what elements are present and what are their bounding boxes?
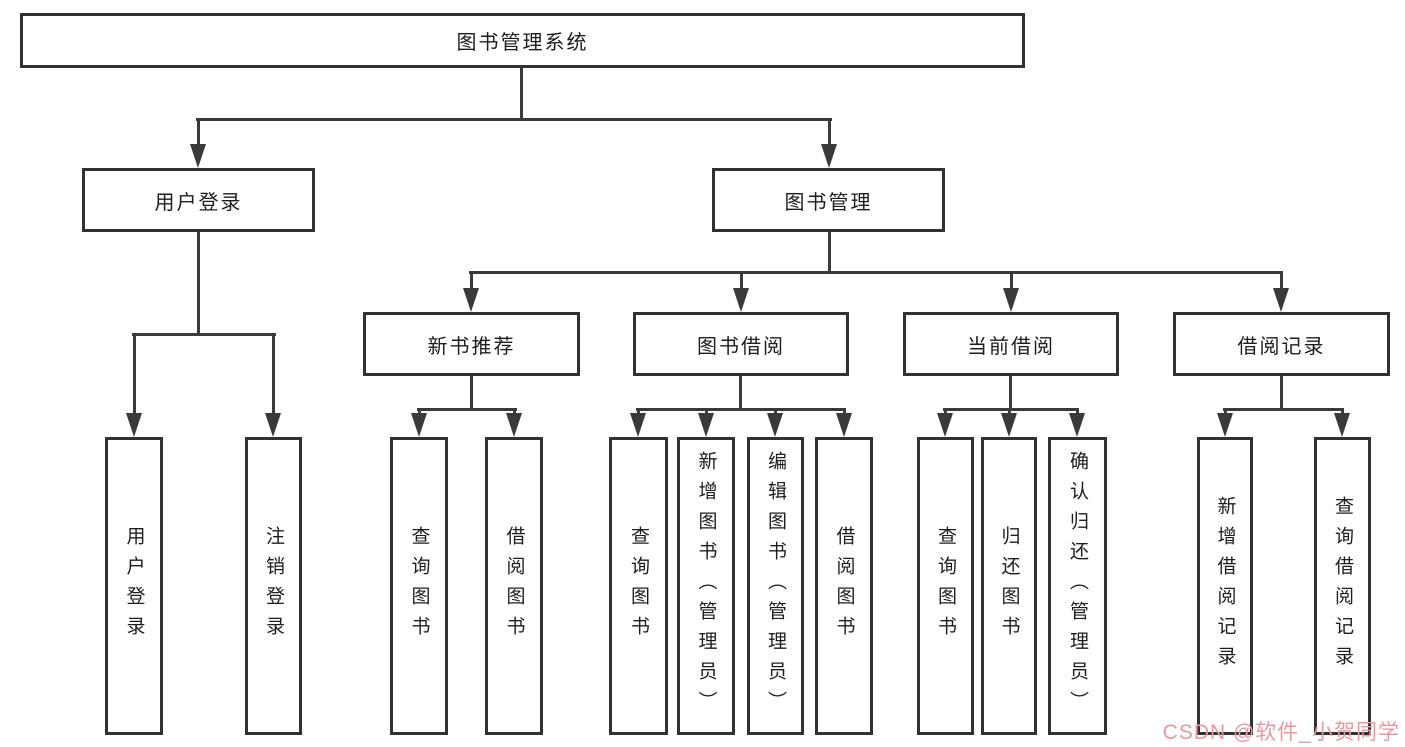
connector-line — [637, 408, 640, 414]
connector-line — [272, 333, 275, 415]
leaf-label: 归还图书 — [998, 526, 1020, 646]
leaf-current-confirm-return-admin: 确认归还（管理员） — [1048, 437, 1107, 735]
connector-line — [1341, 408, 1344, 414]
node-library-management-system: 图书管理系统 — [20, 13, 1025, 68]
leaf-borrowing-borrow-books: 借阅图书 — [815, 437, 873, 735]
arrow-down — [1003, 288, 1019, 312]
arrow-down — [698, 413, 714, 437]
leaf-borrowing-add-books-admin: 新增图书（管理员） — [677, 437, 735, 735]
leaf-label: 查询图书 — [628, 526, 649, 646]
connector-line — [705, 408, 708, 414]
leaf-label: 查询图书 — [935, 526, 956, 646]
leaf-label: 注销登录 — [263, 526, 284, 646]
arrow-down — [463, 288, 479, 312]
arrow-down — [733, 288, 749, 312]
arrow-down — [411, 413, 427, 437]
connector-line — [513, 408, 516, 414]
arrow-down — [1069, 413, 1085, 437]
connector-line — [739, 375, 742, 410]
arrow-down — [1273, 288, 1289, 312]
node-user-login: 用户登录 — [82, 168, 315, 232]
node-label: 图书管理 — [784, 191, 873, 214]
leaf-user-login: 用户登录 — [105, 437, 163, 735]
connector-line — [1076, 408, 1079, 414]
connector-line — [1223, 408, 1344, 411]
leaf-label: 借阅图书 — [833, 526, 855, 646]
connector-line — [740, 271, 743, 290]
connector-line — [1008, 408, 1011, 414]
connector-line — [943, 408, 1079, 411]
leaf-records-add-borrow-record: 新增借阅记录 — [1197, 437, 1253, 735]
arrow-down — [1001, 413, 1017, 437]
node-current-borrowing: 当前借阅 — [903, 312, 1119, 376]
leaf-label: 用户登录 — [123, 526, 145, 646]
connector-line — [774, 408, 777, 414]
connector-line — [418, 408, 421, 414]
leaf-label: 借阅图书 — [503, 526, 525, 646]
arrow-down — [767, 413, 783, 437]
arrow-down — [937, 413, 953, 437]
connector-line — [470, 271, 473, 290]
node-label: 用户登录 — [154, 191, 243, 214]
connector-line — [944, 408, 947, 414]
node-label: 图书管理系统 — [456, 32, 589, 54]
connector-line — [132, 333, 276, 336]
leaf-label: 编辑图书（管理员） — [765, 451, 786, 721]
arrow-down — [1334, 413, 1350, 437]
connector-line — [520, 68, 523, 120]
node-label: 新书推荐 — [427, 335, 516, 358]
connector-line — [843, 408, 846, 414]
leaf-label: 新增图书（管理员） — [695, 451, 717, 721]
arrow-down — [836, 413, 852, 437]
csdn-watermark: CSDN @软件_小贺同学 — [1162, 721, 1400, 744]
connector-line — [828, 232, 831, 273]
node-label: 图书借阅 — [697, 335, 785, 358]
arrow-down — [506, 413, 522, 437]
connector-line — [1010, 271, 1013, 290]
leaf-current-query-books: 查询图书 — [917, 437, 974, 735]
leaf-label: 新增借阅记录 — [1214, 496, 1236, 676]
leaf-label: 查询借阅记录 — [1332, 496, 1353, 676]
leaf-borrowing-edit-books-admin: 编辑图书（管理员） — [747, 437, 804, 735]
connector-line — [1280, 271, 1283, 290]
leaf-recommend-query-books: 查询图书 — [390, 437, 448, 735]
leaf-current-return-books: 归还图书 — [981, 437, 1037, 735]
connector-line — [470, 375, 473, 410]
arrow-down — [630, 413, 646, 437]
node-new-book-recommendation: 新书推荐 — [363, 312, 580, 376]
leaf-borrowing-query-books: 查询图书 — [609, 437, 668, 735]
connector-line — [196, 118, 832, 121]
arrow-down — [265, 413, 281, 437]
node-book-borrowing: 图书借阅 — [633, 312, 849, 376]
arrow-down — [1217, 413, 1233, 437]
node-borrowing-records: 借阅记录 — [1173, 312, 1390, 376]
arrow-down — [126, 413, 142, 437]
connector-line — [1009, 375, 1012, 410]
connector-line — [417, 408, 517, 411]
connector-line — [1224, 408, 1227, 414]
leaf-records-query-borrow-record: 查询借阅记录 — [1314, 437, 1371, 735]
leaf-recommend-borrow-books: 借阅图书 — [485, 437, 543, 735]
node-label: 当前借阅 — [967, 335, 1055, 358]
node-book-management: 图书管理 — [712, 168, 945, 232]
leaf-logout: 注销登录 — [245, 437, 302, 735]
node-label: 借阅记录 — [1237, 335, 1326, 358]
arrow-down — [190, 144, 206, 168]
connector-line — [133, 333, 136, 415]
leaf-label: 确认归还（管理员） — [1067, 451, 1088, 721]
connector-line — [197, 232, 200, 336]
connector-line — [828, 118, 831, 146]
connector-line — [197, 118, 200, 146]
connector-line — [636, 408, 846, 411]
connector-line — [1280, 375, 1283, 410]
arrow-down — [821, 144, 837, 168]
connector-line — [469, 271, 1283, 274]
leaf-label: 查询图书 — [408, 526, 430, 646]
